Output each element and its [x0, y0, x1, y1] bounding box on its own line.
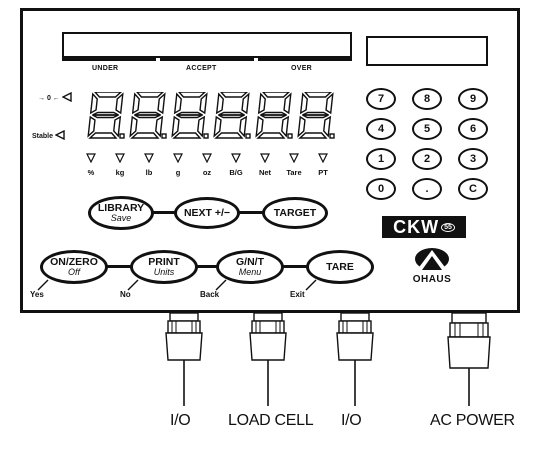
ckw-logo-sup: 55: [441, 222, 455, 232]
stable-label-text: Stable: [32, 132, 54, 140]
unit-indicator-row: % kg lb g oz B/G Net Tare PT: [80, 150, 340, 178]
key-5[interactable]: 5: [412, 118, 442, 140]
zero-indicator-label: → 0 ←: [38, 91, 72, 104]
unit-label-tare: Tare: [286, 168, 302, 177]
on-zero-button[interactable]: ON/ZERO Off: [40, 250, 108, 284]
back-label: Back: [200, 290, 220, 299]
main-weight-display: [87, 92, 335, 139]
zero-label-text: → 0 ←: [38, 94, 60, 102]
unit-indicator-lb: lb: [138, 150, 160, 177]
secondary-display: [366, 36, 488, 66]
unit-label-bg: B/G: [229, 168, 243, 177]
print-button-label: PRINT: [148, 255, 180, 268]
ohaus-logo-text: OHAUS: [412, 274, 452, 285]
ckw-logo-text: CKW: [393, 216, 440, 237]
key-9[interactable]: 9: [458, 88, 488, 110]
unit-indicator-percent: %: [80, 150, 102, 177]
next-button-label: NEXT +/−: [183, 206, 231, 219]
seven-segment-digit: [255, 92, 293, 139]
key-4[interactable]: 4: [366, 118, 396, 140]
seven-segment-digit: [297, 92, 335, 139]
gnt-button-label: G/N/T: [236, 255, 264, 268]
on-zero-button-label: ON/ZERO: [50, 255, 98, 268]
unit-indicator-kg: kg: [109, 150, 131, 177]
zone-label-over: OVER: [291, 65, 313, 72]
unit-label-percent: %: [87, 168, 95, 177]
unit-label-net: Net: [258, 168, 272, 177]
seven-segment-digit: [171, 92, 209, 139]
zone-label-under: UNDER: [92, 65, 119, 72]
gnt-button[interactable]: G/N/T Menu: [216, 250, 284, 284]
key-6[interactable]: 6: [458, 118, 488, 140]
stable-triangle-icon: [54, 129, 65, 142]
unit-label-g: g: [175, 168, 181, 177]
exit-label: Exit: [290, 290, 305, 299]
target-button-label: TARGET: [273, 206, 317, 219]
unit-label-oz: oz: [202, 168, 212, 177]
tare-button[interactable]: TARE: [306, 250, 374, 284]
seven-segment-digit: [213, 92, 251, 139]
on-zero-button-sublabel: Off: [67, 267, 80, 278]
zone-bar: [62, 32, 352, 58]
port-label-load-cell: LOAD CELL: [228, 412, 314, 429]
unit-indicator-pt: PT: [312, 150, 334, 177]
next-button[interactable]: NEXT +/−: [174, 197, 240, 229]
tare-button-label: TARE: [326, 260, 354, 273]
key-3[interactable]: 3: [458, 148, 488, 170]
unit-indicator-tare: Tare: [283, 150, 305, 177]
numeric-keypad: 7 8 9 4 5 6 1 2 3 0 . C: [362, 84, 502, 209]
print-button-sublabel: Units: [153, 267, 175, 278]
unit-label-pt: PT: [318, 168, 328, 177]
zero-triangle-icon: [61, 91, 72, 104]
zone-divider-bars: [62, 58, 352, 62]
key-1[interactable]: 1: [366, 148, 396, 170]
key-decimal[interactable]: .: [412, 178, 442, 200]
key-7[interactable]: 7: [366, 88, 396, 110]
stable-indicator-label: Stable: [32, 129, 65, 142]
library-button[interactable]: LIBRARY Save: [88, 196, 154, 230]
zone-label-accept: ACCEPT: [186, 65, 217, 72]
ohaus-logo-mark-icon: [415, 248, 449, 270]
library-button-sublabel: Save: [110, 213, 132, 224]
unit-indicator-oz: oz: [196, 150, 218, 177]
key-clear[interactable]: C: [458, 178, 488, 200]
no-label: No: [120, 290, 131, 299]
port-label-io-left: I/O: [170, 412, 191, 429]
unit-indicator-g: g: [167, 150, 189, 177]
seven-segment-digit: [129, 92, 167, 139]
ckw-logo: CKW 55: [382, 216, 466, 238]
target-button[interactable]: TARGET: [262, 197, 328, 229]
port-label-ac-power: AC POWER: [430, 412, 515, 429]
unit-indicator-net: Net: [254, 150, 276, 177]
io-left-gland-icon: [165, 312, 203, 406]
unit-indicator-bg: B/G: [225, 150, 247, 177]
key-2[interactable]: 2: [412, 148, 442, 170]
seven-segment-digit: [87, 92, 125, 139]
ac-power-gland-icon: [447, 312, 491, 406]
unit-label-lb: lb: [145, 168, 153, 177]
io-right-gland-icon: [336, 312, 374, 406]
port-label-io-right: I/O: [341, 412, 362, 429]
yes-label: Yes: [30, 290, 44, 299]
key-0[interactable]: 0: [366, 178, 396, 200]
print-button[interactable]: PRINT Units: [130, 250, 198, 284]
ohaus-logo: OHAUS: [402, 246, 462, 292]
library-button-label: LIBRARY: [97, 201, 145, 214]
button-row2-connector: [100, 265, 320, 268]
unit-label-kg: kg: [115, 168, 125, 177]
key-8[interactable]: 8: [412, 88, 442, 110]
gnt-button-sublabel: Menu: [238, 267, 262, 278]
load-cell-gland-icon: [249, 312, 287, 406]
